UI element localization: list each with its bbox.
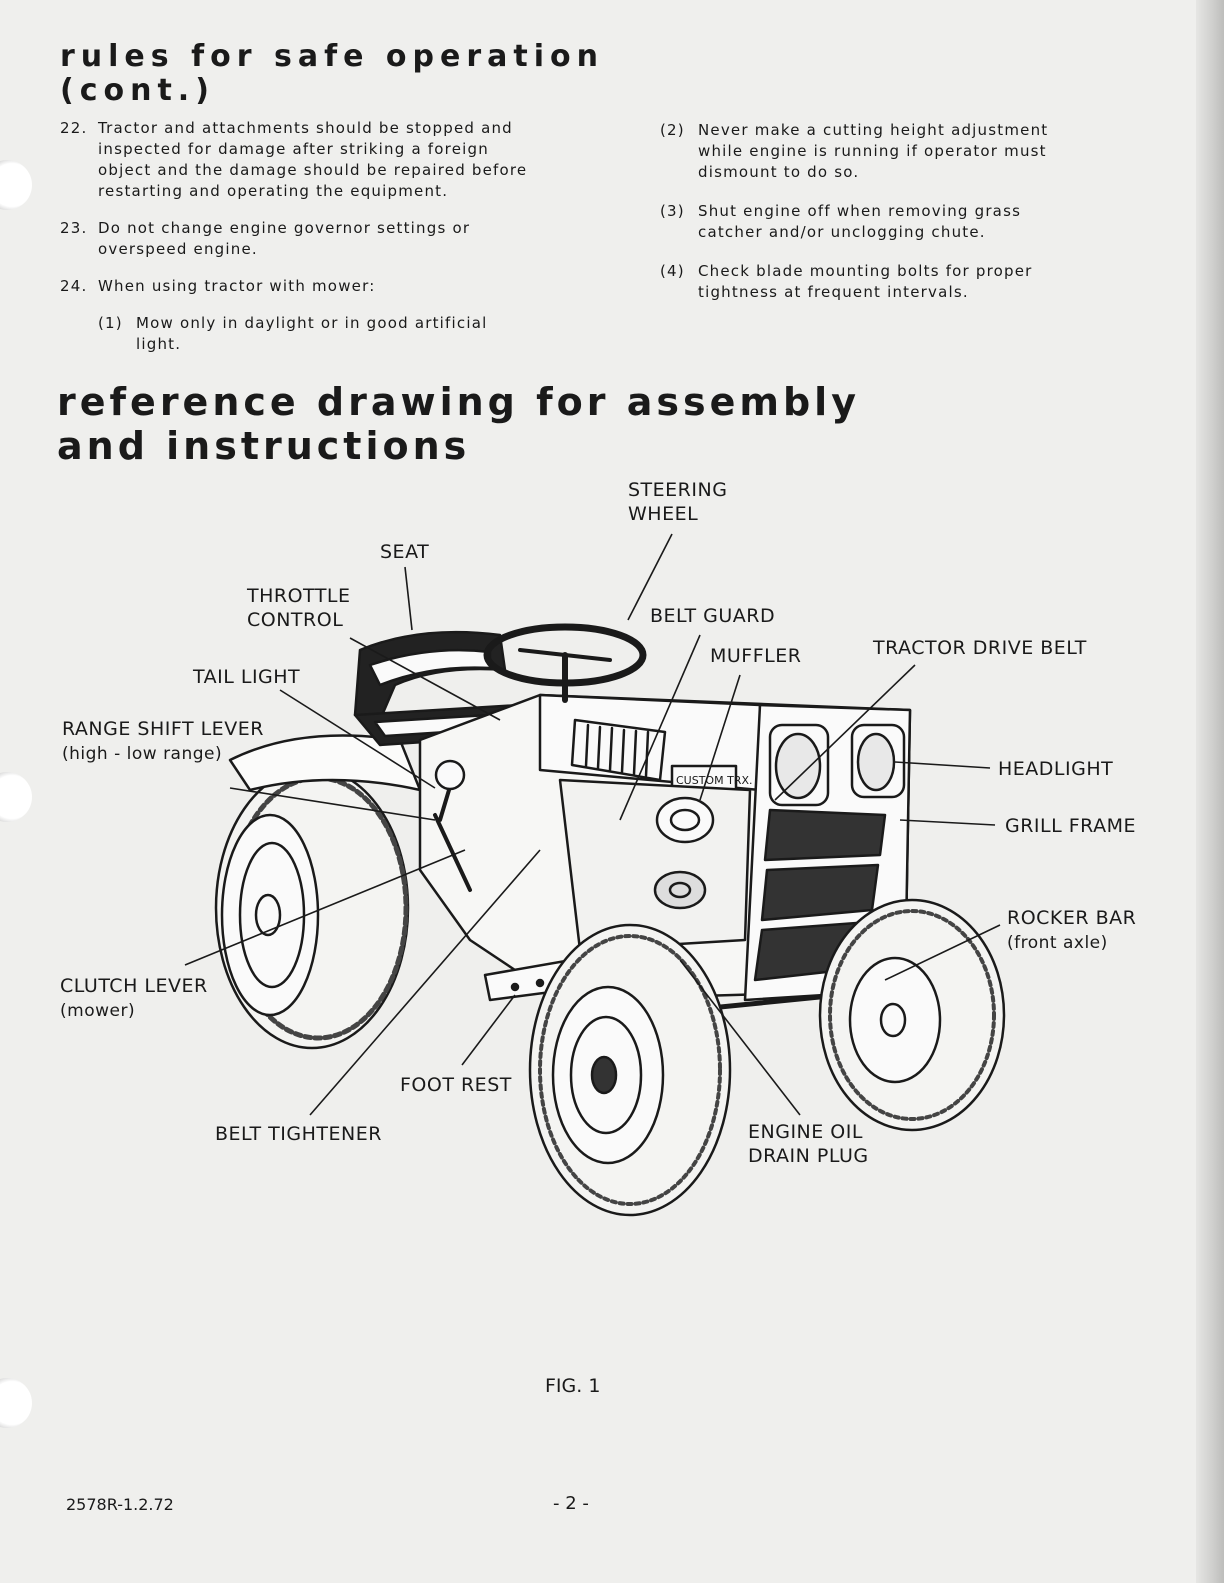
- label-throttle-control: THROTTLE CONTROL: [247, 584, 351, 632]
- subitem-text: Shut engine off when removing grass catc…: [698, 202, 1022, 241]
- section-title-line1: rules for safe operation: [60, 39, 604, 74]
- engine-area: [558, 778, 752, 952]
- leader-lines: [184, 533, 1001, 1116]
- section-title-safe-operation: rules for safe operation (cont.): [60, 40, 604, 108]
- rule-text: Do not change engine governor settings o…: [98, 219, 471, 258]
- rule-item-24: 24. When using tractor with mower:: [60, 276, 530, 297]
- label-line: STEERING: [628, 479, 728, 501]
- section-title-line2: and instructions: [57, 424, 471, 468]
- label-tail-light: TAIL LIGHT: [193, 666, 301, 688]
- rules-column-left: 22. Tractor and attachments should be st…: [60, 118, 530, 371]
- rule-number: 22.: [60, 119, 88, 137]
- label-belt-tightener: BELT TIGHTENER: [215, 1123, 382, 1145]
- label-line: DRAIN PLUG: [748, 1145, 869, 1167]
- label-steering-wheel: STEERING WHEEL: [628, 478, 727, 526]
- section-title-reference-drawing: reference drawing for assembly and instr…: [57, 380, 860, 468]
- subitem-text: Never make a cutting height adjustment w…: [698, 121, 1049, 181]
- label-line: CONTROL: [247, 609, 344, 631]
- rule-subitem-4: (4) Check blade mounting bolts for prope…: [660, 261, 1090, 303]
- rules-column-right: (2) Never make a cutting height adjustme…: [660, 120, 1090, 321]
- subitem-text: Check blade mounting bolts for proper ti…: [698, 262, 1033, 301]
- label-belt-guard: BELT GUARD: [650, 605, 776, 627]
- figure-caption: FIG. 1: [545, 1375, 601, 1397]
- label-grill-frame: GRILL FRAME: [1005, 815, 1136, 837]
- headlights: [768, 723, 906, 807]
- page-number: - 2 -: [553, 1493, 589, 1514]
- subitem-text: Mow only in daylight or in good artifici…: [136, 314, 488, 353]
- rule-item-22: 22. Tractor and attachments should be st…: [60, 118, 530, 202]
- document-code: 2578R-1.2.72: [66, 1495, 174, 1514]
- rule-subitem-3: (3) Shut engine off when removing grass …: [660, 201, 1090, 243]
- label-line: (front axle): [1007, 933, 1108, 953]
- label-headlight: HEADLIGHT: [998, 758, 1114, 780]
- label-rocker-bar: ROCKER BAR (front axle): [1007, 906, 1136, 955]
- label-line: ROCKER BAR: [1007, 907, 1137, 929]
- front-wheel-near: [528, 923, 732, 1217]
- subitem-number: (4): [660, 262, 685, 280]
- label-line: (mower): [60, 1001, 136, 1021]
- tractor-drawing: CUSTOM TRX.: [184, 533, 1006, 1217]
- label-foot-rest: FOOT REST: [400, 1074, 512, 1096]
- front-wheel-far: [818, 898, 1006, 1132]
- rule-number: 24.: [60, 277, 88, 295]
- page-edge: [1196, 0, 1224, 1583]
- brand-badge-text: CUSTOM TRX.: [676, 774, 752, 787]
- label-line: ENGINE OIL: [748, 1121, 863, 1143]
- hood-vents: [570, 718, 667, 782]
- label-clutch-lever: CLUTCH LEVER (mower): [60, 974, 208, 1023]
- section-title-line2: (cont.): [60, 73, 215, 108]
- rule-subitem-1: (1) Mow only in daylight or in good arti…: [98, 313, 530, 355]
- subitem-number: (2): [660, 121, 685, 139]
- label-line: WHEEL: [628, 503, 699, 525]
- subitem-number: (3): [660, 202, 685, 220]
- label-line: (high - low range): [62, 744, 223, 764]
- label-range-shift-lever: RANGE SHIFT LEVER (high - low range): [62, 717, 264, 766]
- rule-item-23: 23. Do not change engine governor settin…: [60, 218, 530, 260]
- label-engine-oil-drain-plug: ENGINE OIL DRAIN PLUG: [748, 1120, 869, 1168]
- label-line: RANGE SHIFT LEVER: [62, 718, 264, 740]
- label-line: CLUTCH LEVER: [60, 975, 208, 997]
- rule-text: When using tractor with mower:: [98, 277, 376, 295]
- rule-subitem-2: (2) Never make a cutting height adjustme…: [660, 120, 1090, 183]
- section-title-line1: reference drawing for assembly: [57, 380, 860, 424]
- rear-wheel: [214, 766, 410, 1050]
- range-shift-lever: [433, 813, 472, 892]
- label-seat: SEAT: [380, 541, 430, 563]
- rule-text: Tractor and attachments should be stoppe…: [98, 119, 528, 200]
- steering-wheel: [483, 623, 647, 703]
- punch-hole-top: [0, 160, 32, 210]
- label-muffler: MUFFLER: [710, 645, 802, 667]
- rule-number: 23.: [60, 219, 88, 237]
- label-line: THROTTLE: [247, 585, 351, 607]
- subitem-number: (1): [98, 314, 123, 332]
- label-tractor-drive-belt: TRACTOR DRIVE BELT: [873, 637, 1087, 659]
